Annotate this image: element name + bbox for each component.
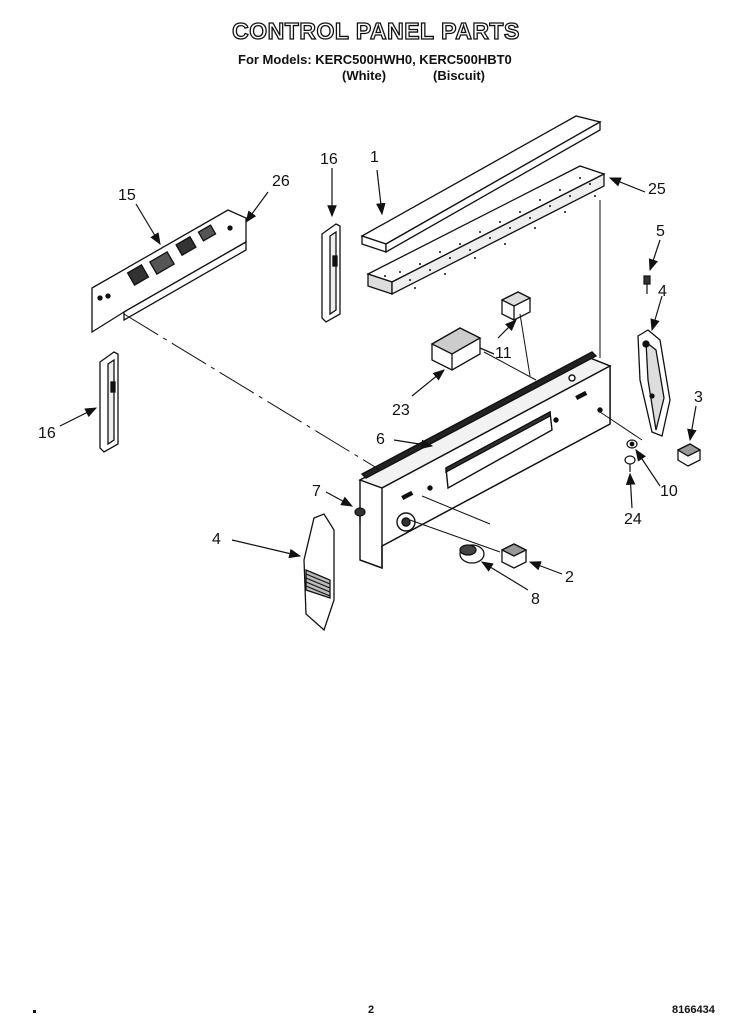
assembly-lines xyxy=(123,200,643,553)
part-7-clip xyxy=(354,507,366,524)
part-3-switch xyxy=(676,443,702,467)
page-title: CONTROL PANEL PARTS xyxy=(232,17,520,44)
callout-4-right: 4 xyxy=(658,283,667,300)
part-4-left-endcap xyxy=(303,513,335,632)
part-5-screw xyxy=(643,275,651,294)
models-line: For Models: KERC500HWH0, KERC500HBT0 xyxy=(238,52,512,67)
callout-5: 5 xyxy=(656,223,665,240)
callout-6: 6 xyxy=(376,431,385,448)
callout-25: 25 xyxy=(648,181,666,198)
callout-4-left: 4 xyxy=(212,531,221,548)
callout-11: 11 xyxy=(495,345,512,362)
callout-26: 26 xyxy=(272,173,290,190)
part-4-right-endcap xyxy=(637,329,671,437)
part-16-lower-bracket xyxy=(99,351,119,453)
callout-1: 1 xyxy=(370,149,379,166)
variant-biscuit-label: (Biscuit) xyxy=(433,68,485,83)
control-panel-housing xyxy=(358,351,612,569)
callout-23: 23 xyxy=(392,402,410,419)
part-25-insulation xyxy=(366,165,606,296)
callout-15: 15 xyxy=(118,187,136,204)
callout-16-upper: 16 xyxy=(320,151,338,168)
corner-mark xyxy=(33,1010,36,1013)
part-1-trim xyxy=(360,115,602,254)
callout-leaders xyxy=(59,168,697,591)
part-8-knob xyxy=(459,544,485,564)
callout-2: 2 xyxy=(565,569,574,586)
callout-3: 3 xyxy=(694,389,703,406)
part-10-nut xyxy=(626,439,638,449)
page-number: 2 xyxy=(368,1004,375,1016)
callout-24: 24 xyxy=(624,511,642,528)
part-15-control-board xyxy=(91,209,247,334)
part-16-upper-bracket xyxy=(321,223,341,323)
part-23-switch xyxy=(430,327,495,371)
part-11-relay xyxy=(500,291,532,321)
callout-7: 7 xyxy=(312,483,321,500)
callout-10: 10 xyxy=(660,483,678,500)
callout-16-lower: 16 xyxy=(38,425,56,442)
variant-white-label: (White) xyxy=(342,68,387,83)
part-2-terminal xyxy=(500,543,528,569)
document-number: 8166434 xyxy=(672,1004,715,1016)
part-24-screw xyxy=(624,455,636,472)
callout-8: 8 xyxy=(531,591,540,608)
